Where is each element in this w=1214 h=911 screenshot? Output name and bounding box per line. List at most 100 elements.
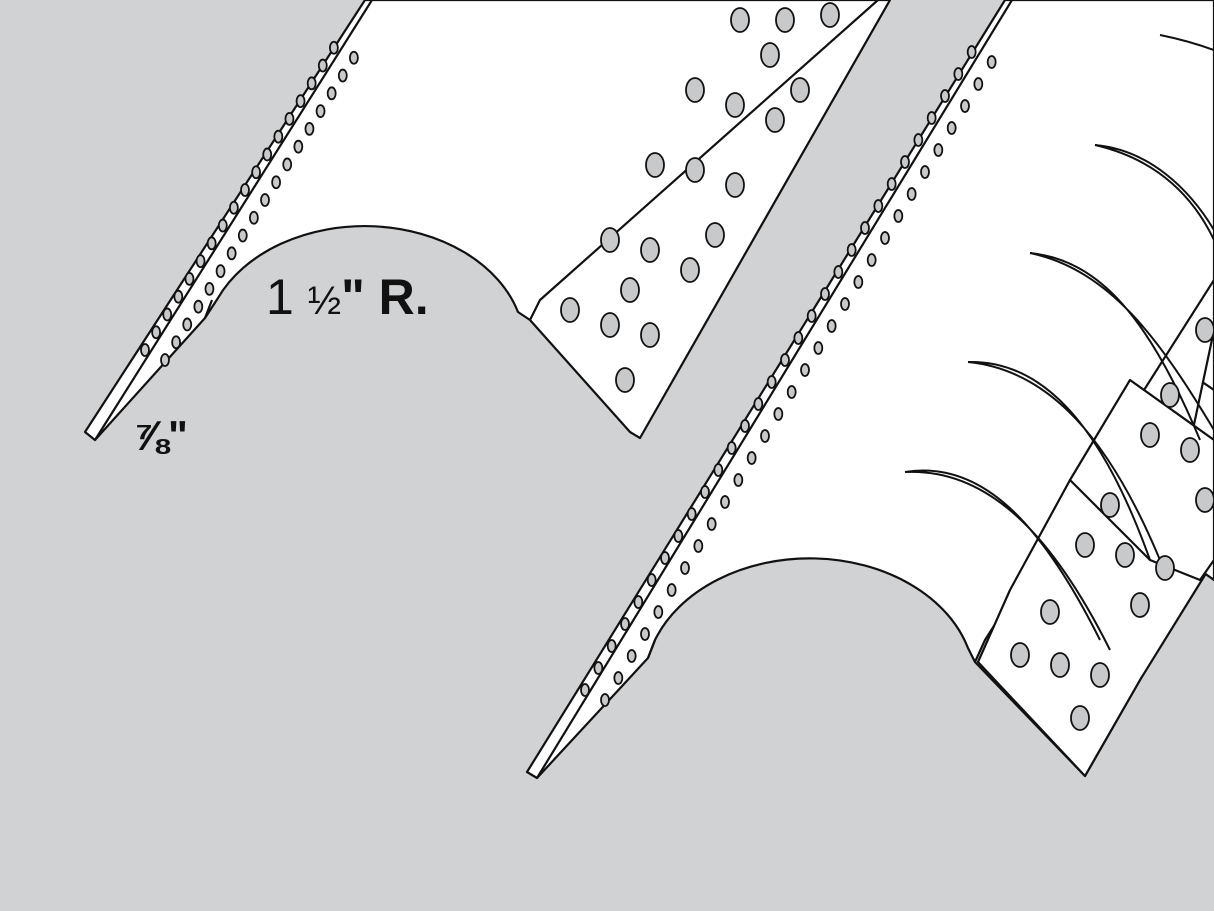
nail-hole [800,363,810,377]
nail-hole [1090,662,1110,688]
nail-hole [846,243,857,257]
nail-hole [820,287,830,301]
nail-hole [640,237,660,263]
nail-hole [873,199,884,213]
nail-hole [1050,652,1070,678]
nail-hole [726,441,737,455]
nail-hole [813,341,824,355]
nail-hole [720,495,730,509]
nail-hole [151,325,162,340]
nail-hole [880,231,890,245]
nail-hole [1195,487,1214,513]
nail-hole [160,353,170,367]
nail-hole [1155,555,1175,581]
nail-hole [853,275,864,289]
nail-hole [900,155,910,169]
nail-hole [700,485,710,499]
nail-hole [1010,642,1030,668]
nail-hole [775,7,795,33]
nail-hole [933,143,944,157]
nail-hole [1070,705,1090,731]
flap-edges [904,34,1214,651]
nail-hole [560,297,580,323]
radius-fraction: ½ [307,279,342,323]
nail-hole [713,463,724,477]
nail-hole [626,649,637,663]
nail-hole [182,317,193,332]
nail-hole [866,253,877,267]
nail-hole [940,89,950,103]
nail-hole [593,661,604,675]
nail-hole [820,2,840,28]
nail-hole [773,407,784,421]
nail-hole [1180,437,1200,463]
nail-hole [705,222,725,248]
nail-hole [926,111,937,125]
nail-hole [204,281,215,296]
nail-hole [673,529,684,543]
nail-hole [184,271,195,286]
nail-hole [620,277,640,303]
nail-hole [600,312,620,338]
nail-hole [953,67,964,81]
left-bullnose-bead [83,0,892,442]
nail-hole [615,367,635,393]
nail-hole [646,573,657,587]
nail-hole [600,227,620,253]
nail-hole [237,228,248,243]
nail-hole [195,254,206,269]
nail-hole [680,257,700,283]
nail-hole [326,86,337,101]
nail-hole [753,397,764,411]
nail-hole [806,309,817,323]
nail-hole [886,177,897,191]
nail-hole [293,139,304,154]
nail-hole [1130,592,1150,618]
nail-hole [240,183,250,197]
nail-hole [328,40,339,55]
nail-hole [1115,542,1135,568]
nail-hole [217,218,228,233]
nail-hole [660,551,670,565]
nail-hole [580,683,590,697]
nail-hole [613,671,624,685]
nail-hole [653,605,664,619]
nail-hole [600,693,610,707]
nail-hole [760,429,770,443]
nail-hole [162,307,173,322]
nail-hole [1075,532,1095,558]
nail-hole [920,165,930,179]
nail-hole [725,172,745,198]
nail-hole [666,583,677,597]
nail-hole [282,157,293,172]
nail-hole [685,157,705,183]
nail-hole [766,375,777,389]
nail-hole [725,92,745,118]
nail-hole [306,76,317,91]
nail-hole [273,129,284,144]
nail-hole [173,289,184,304]
nail-hole [633,595,644,609]
nail-hole [706,517,717,531]
nail-hole [906,187,917,201]
nail-hole [271,175,282,190]
left-bead-flange-edge [94,0,879,441]
nail-hole [740,419,750,433]
nail-hole [913,133,924,147]
nail-hole [746,451,757,465]
nail-hole [680,561,690,575]
nail-hole [686,507,697,521]
nail-hole [790,77,810,103]
nail-hole [262,147,273,162]
nail-hole [260,193,270,207]
nail-hole [1040,599,1060,625]
nail-hole [765,107,785,133]
nail-hole [826,319,837,333]
nail-hole [317,58,328,73]
nail-hole [640,627,650,641]
nail-hole [295,94,306,109]
nail-hole [171,335,182,350]
nail-hole [140,343,150,357]
